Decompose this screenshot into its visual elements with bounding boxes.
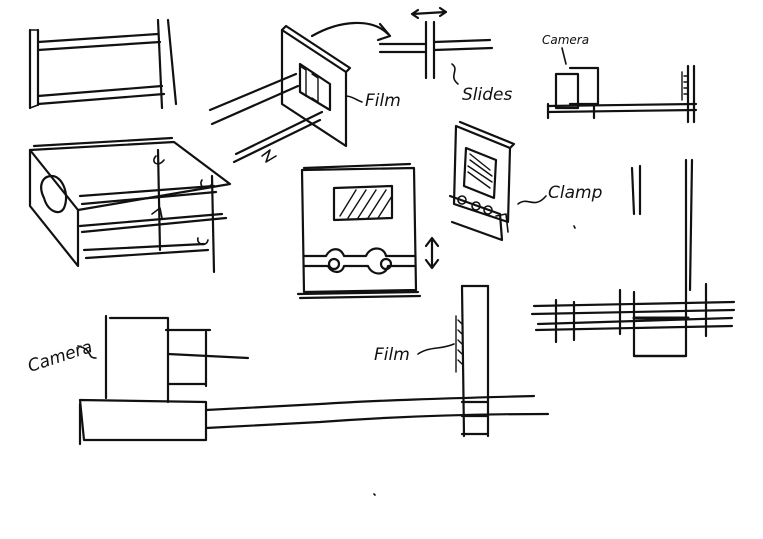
camera-box-perspective-sketch [28,136,232,274]
film-bottom-leader [417,343,455,355]
label-slides: Slides [462,85,512,105]
label-camera-bottom-left: Camera [25,337,95,377]
camera-top-right-leader [561,47,567,65]
stray-marks [373,225,576,496]
film-top-leader [345,95,363,103]
slides-rod-sketch [378,6,494,85]
film-holder-front-sketch [296,162,440,300]
film-post-rail-sketch [455,284,490,438]
label-clamp: Clamp [548,183,603,203]
label-film-bottom: Film [374,345,410,365]
clamp-sketch [448,120,516,242]
film-holder-perspective-sketch [208,21,392,164]
label-film-top: Film [365,91,401,111]
camera-bottom-left-leader [77,345,97,359]
clamp-leader [517,195,547,205]
label-camera-top-right: Camera [542,33,589,47]
vertical-post-rail-sketch [530,158,736,358]
camera-rail-top-right-sketch [546,64,698,124]
rail-frame-sketch [28,18,178,110]
camera-rail-bottom-sketch [78,314,550,446]
